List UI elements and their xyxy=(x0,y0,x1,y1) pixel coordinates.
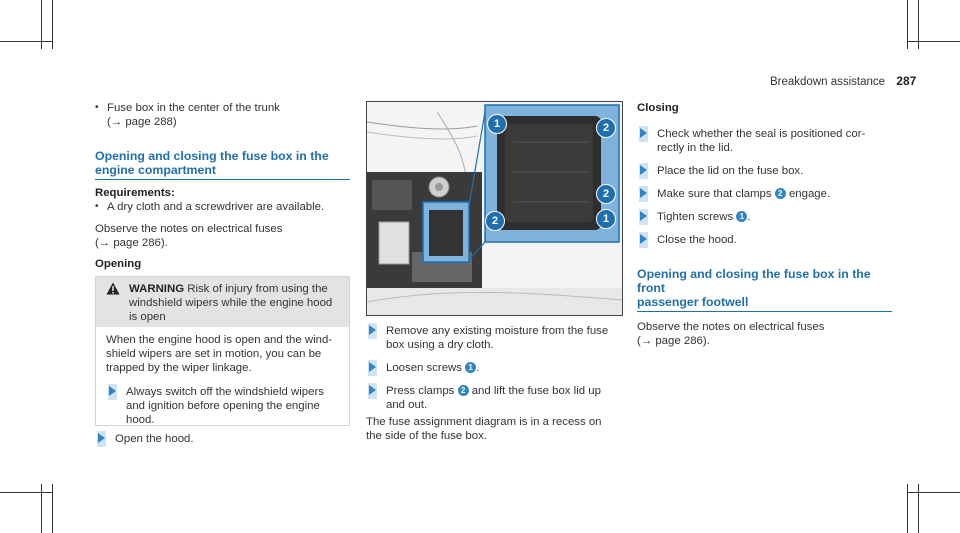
running-header: Breakdown assistance 287 xyxy=(770,74,916,88)
instruction-step: Check whether the seal is positioned cor… xyxy=(637,126,892,155)
section-name: Breakdown assistance xyxy=(770,76,886,88)
column-right: Closing Check whether the seal is positi… xyxy=(637,101,892,348)
text-line: Tighten screws xyxy=(657,211,734,223)
punctuation: . xyxy=(747,211,751,223)
text-line: and out. xyxy=(386,399,428,411)
text-line: rectly in the lid. xyxy=(657,142,733,154)
step-arrow-icon xyxy=(108,384,117,400)
page-reference: (→ page 286). xyxy=(637,335,710,347)
warning-header: WARNING Risk of injury from using the wi… xyxy=(96,277,349,327)
page-reference: (→ page 286). xyxy=(95,237,168,249)
text-line: and lift the fuse box lid up xyxy=(471,385,601,397)
list-item: A dry cloth and a screwdriver are availa… xyxy=(95,200,350,214)
instruction-step: Close the hood. xyxy=(637,232,892,248)
callout-2: 2 xyxy=(596,118,616,138)
engine-illustration xyxy=(367,102,622,315)
callout-1: 1 xyxy=(487,114,507,134)
step-arrow-icon xyxy=(639,126,648,142)
step-arrow-icon xyxy=(368,323,377,339)
engine-compartment-figure: 1 2 2 1 2 xyxy=(366,101,623,316)
paragraph: Observe the notes on electrical fuses (→… xyxy=(95,222,350,250)
instruction-step: Remove any existing moisture from the fu… xyxy=(366,323,626,352)
section-heading: Opening and closing the fuse box in the … xyxy=(637,267,892,312)
warning-text: WARNING Risk of injury from using the wi… xyxy=(129,282,332,324)
callout-1: 1 xyxy=(596,209,616,229)
step-arrow-icon xyxy=(97,431,106,447)
text-line: Press clamps xyxy=(386,385,455,397)
text-line: Place the lid on the fuse box. xyxy=(657,165,804,177)
text-line: Observe the notes on electrical fuses xyxy=(637,321,825,333)
callout-2: 2 xyxy=(596,184,616,204)
warning-label: WARNING xyxy=(129,283,185,295)
paragraph: Observe the notes on electrical fuses (→… xyxy=(637,320,892,348)
text-line: windshield wipers while the engine hood xyxy=(129,297,333,309)
paragraph: The fuse assignment diagram is in a rece… xyxy=(366,415,626,443)
text-line: hood. xyxy=(126,414,155,426)
list-item-text: A dry cloth and a screwdriver are availa… xyxy=(107,201,325,213)
heading-line: Opening and closing the fuse box in the xyxy=(95,149,329,163)
text-line: The fuse assignment diagram is in a rece… xyxy=(366,416,602,428)
heading-line: Opening and closing the fuse box in the … xyxy=(637,267,871,295)
instruction-step: Loosen screws 1. xyxy=(366,360,626,376)
step-arrow-icon xyxy=(639,209,648,225)
text-line: Risk of injury from using the xyxy=(187,283,328,295)
warning-box: WARNING Risk of injury from using the wi… xyxy=(95,276,350,426)
subheading: Closing xyxy=(637,102,679,114)
list-item-text: Fuse box in the center of the trunk xyxy=(107,102,280,114)
text-line: and ignition before opening the engine xyxy=(126,400,320,412)
step-arrow-icon xyxy=(639,186,648,202)
step-arrow-icon xyxy=(368,360,377,376)
instruction-step: Tighten screws 1. xyxy=(637,209,892,225)
column-middle: Remove any existing moisture from the fu… xyxy=(366,323,626,443)
text-line: engage. xyxy=(788,188,831,200)
punctuation: . xyxy=(476,362,480,374)
step-arrow-icon xyxy=(368,383,377,399)
instruction-step: Open the hood. xyxy=(95,431,370,447)
text-line: shield wipers are set in motion, you can… xyxy=(106,348,322,360)
text-line: Check whether the seal is positioned cor… xyxy=(657,128,866,140)
callout-badge: 2 xyxy=(457,385,469,396)
warning-triangle-icon xyxy=(106,282,120,295)
text-line: When the engine hood is open and the win… xyxy=(106,334,333,346)
callout-badge: 2 xyxy=(774,188,786,199)
callout-2: 2 xyxy=(485,211,505,231)
step-arrow-icon xyxy=(639,163,648,179)
requirements-label: Requirements: xyxy=(95,187,175,199)
subheading: Opening xyxy=(95,258,142,270)
instruction-step: Press clamps 2 and lift the fuse box lid… xyxy=(366,383,626,412)
heading-line: engine compartment xyxy=(95,163,216,177)
heading-line: passenger footwell xyxy=(637,295,749,309)
section-heading: Opening and closing the fuse box in the … xyxy=(95,149,350,180)
text-line: box using a dry cloth. xyxy=(386,339,494,351)
text-line: Remove any existing moisture from the fu… xyxy=(386,325,609,337)
instruction-step: Place the lid on the fuse box. xyxy=(637,163,892,179)
text-line: Always switch off the windshield wipers xyxy=(126,386,324,398)
instruction-step: Always switch off the windshield wipers … xyxy=(106,384,339,427)
text-line: Make sure that clamps xyxy=(657,188,772,200)
warning-body: When the engine hood is open and the win… xyxy=(96,327,349,427)
step-arrow-icon xyxy=(639,232,648,248)
callout-badge: 1 xyxy=(465,362,477,373)
text-line: is open xyxy=(129,311,166,323)
text-line: Close the hood. xyxy=(657,234,737,246)
page-number: 287 xyxy=(896,74,917,88)
callout-badge: 1 xyxy=(736,211,748,222)
page-reference: (→ page 288) xyxy=(107,116,177,128)
list-item: Fuse box in the center of the trunk (→ p… xyxy=(95,101,350,129)
text-line: trapped by the wiper linkage. xyxy=(106,362,252,374)
column-left: Fuse box in the center of the trunk (→ p… xyxy=(95,101,350,271)
text-line: Open the hood. xyxy=(115,433,194,445)
instruction-step: Make sure that clamps 2 engage. xyxy=(637,186,892,202)
text-line: Loosen screws xyxy=(386,362,462,374)
text-line: the side of the fuse box. xyxy=(366,430,487,442)
text-line: Observe the notes on electrical fuses xyxy=(95,223,283,235)
